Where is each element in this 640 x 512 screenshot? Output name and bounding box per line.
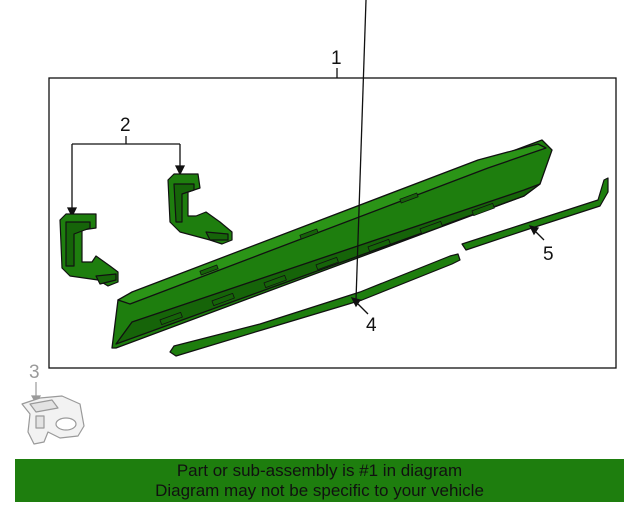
running-board[interactable] [111,139,553,349]
callout-3[interactable]: 3 [29,362,40,383]
callout-5[interactable]: 5 [543,244,554,265]
lower-molding[interactable] [169,253,461,357]
bracket-right[interactable] [167,173,233,245]
callout-1[interactable]: 1 [331,48,342,69]
bracket-left[interactable] [59,213,119,287]
upper-molding[interactable] [461,177,609,251]
callout-4[interactable]: 4 [366,315,377,336]
callout-2[interactable]: 2 [120,115,131,136]
leader-line-4 [350,0,369,315]
banner-line-1: Part or sub-assembly is #1 in diagram [176,460,463,480]
assembly-frame [48,77,617,369]
leader-line-2 [66,136,186,218]
info-banner: Part or sub-assembly is #1 in diagram Di… [15,459,624,502]
leader-line-5 [528,225,545,241]
mounting-bracket[interactable] [21,395,85,445]
banner-line-2: Diagram may not be specific to your vehi… [155,480,484,500]
tread-slots [159,192,495,325]
